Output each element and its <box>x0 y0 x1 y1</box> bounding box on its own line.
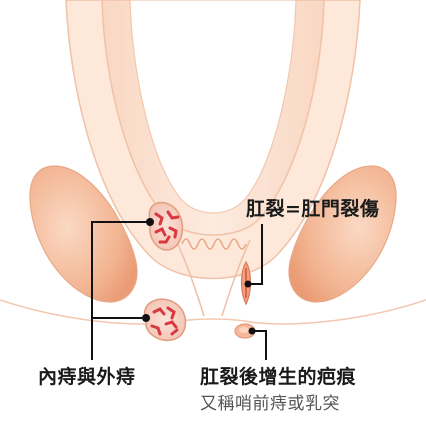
anal-canal-wall-right <box>221 239 251 317</box>
fissure-label: 肛裂=肛門裂傷 <box>246 198 380 220</box>
fissure-pointer-dot <box>244 280 252 288</box>
right-sphincter-muscle <box>288 165 397 303</box>
perianal-skin-edge <box>0 299 426 325</box>
perianal-skin <box>0 300 426 426</box>
rectal-lumen <box>129 0 297 214</box>
anal-canal-wall-left <box>175 239 205 317</box>
hemorrhoid-pointer-dot-upper <box>146 218 154 226</box>
hemorrhoids-label: 內痔與外痔 <box>38 366 136 388</box>
dentate-line <box>181 238 247 250</box>
left-sphincter-muscle <box>29 165 138 303</box>
skin-tag-pointer-dot <box>248 327 256 335</box>
skin-tag-sublabel: 又稱哨前痔或乳突 <box>200 394 340 414</box>
skin-tag-label: 肛裂後增生的疤痕 <box>200 366 357 388</box>
external-hemorrhoid <box>143 298 187 342</box>
fissure-leader-line <box>248 224 263 285</box>
internal-hemorrhoid <box>148 201 184 251</box>
hemorrhoid-leader-line <box>91 221 148 360</box>
hemorrhoid-pointer-dot-lower <box>142 314 150 322</box>
